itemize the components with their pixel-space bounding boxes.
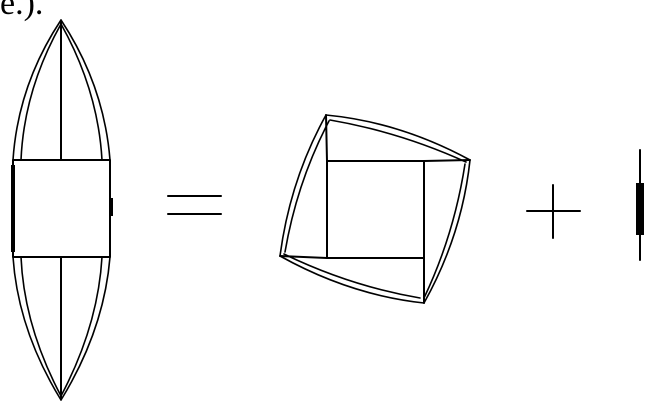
right-partial-diagram (636, 149, 644, 261)
left-top-inner-left-arc (20, 23, 62, 161)
plus-sign (526, 184, 581, 239)
middle-right-outer-arc (423, 159, 471, 304)
left-bottom-inner-right-arc (60, 256, 103, 397)
left-diagram (11, 19, 113, 401)
middle-right-inner-arc (423, 163, 466, 299)
middle-diagram (279, 114, 471, 304)
equals-sign (167, 195, 222, 215)
left-bottom-outer-left-arc (12, 256, 62, 401)
left-bottom-outer-right-arc (60, 256, 111, 401)
text-fragment: e.). (0, 0, 44, 22)
left-top-outer-left-arc (12, 19, 62, 161)
right-partial-thick-bar (636, 183, 644, 235)
left-top-inner-right-arc (60, 23, 103, 161)
left-top-outer-right-arc (60, 19, 111, 161)
left-square (12, 159, 111, 258)
middle-bottom-outer-arc (279, 255, 425, 304)
middle-strut-top (325, 114, 328, 162)
middle-left-outer-arc (279, 114, 327, 257)
middle-left-inner-arc (284, 120, 330, 253)
middle-top-outer-arc (325, 114, 471, 161)
middle-inner-square (326, 160, 425, 259)
middle-top-inner-arc (329, 119, 467, 163)
left-bottom-inner-left-arc (20, 256, 62, 397)
middle-bottom-inner-arc (283, 253, 421, 299)
